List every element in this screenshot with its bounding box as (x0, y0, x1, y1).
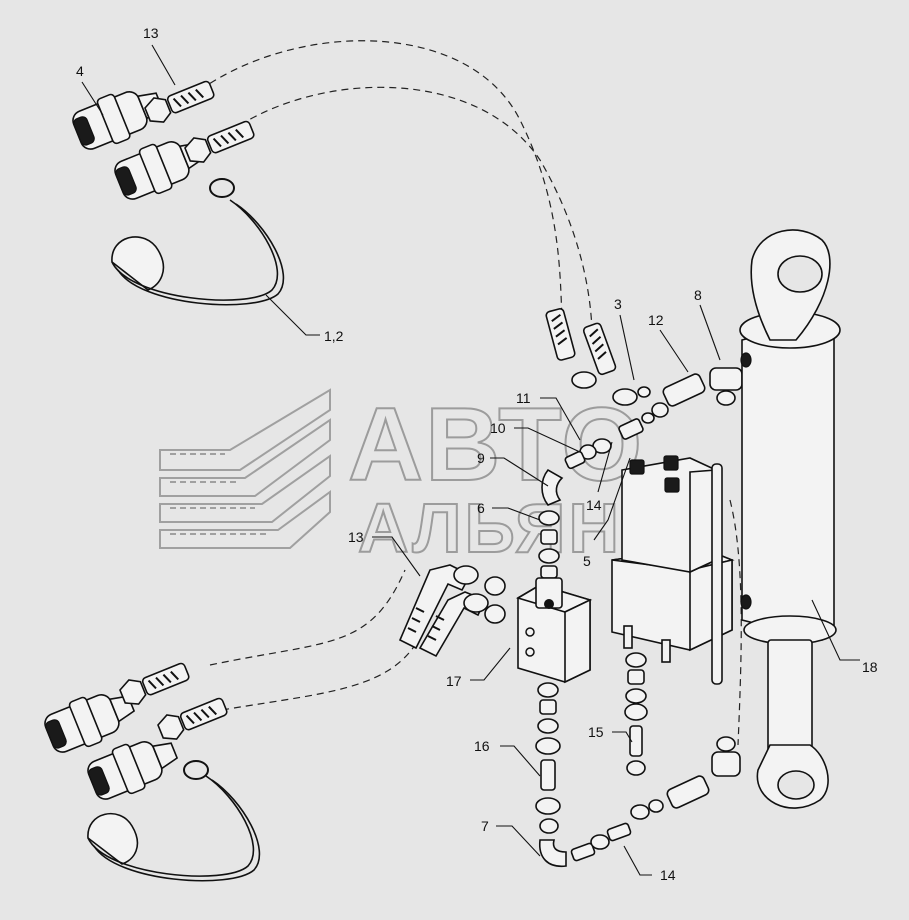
label-6: 6 (477, 500, 485, 516)
label-16: 16 (474, 738, 490, 754)
control-valve (611, 455, 735, 685)
callout-labels: 13 4 1,2 3 12 8 11 10 9 14 6 5 13 17 18 … (76, 25, 878, 883)
hose-end-upper-a (545, 308, 576, 361)
label-18: 18 (862, 659, 878, 675)
hose-end-bottom-2 (157, 697, 228, 740)
label-3: 3 (614, 296, 622, 312)
label-17: 17 (446, 673, 462, 689)
fitting-12 (641, 373, 706, 424)
valve-block-17 (484, 576, 593, 684)
label-11: 11 (516, 390, 531, 406)
fitting-stack-left (535, 510, 567, 867)
label-8: 8 (694, 287, 702, 303)
label-7: 7 (481, 818, 489, 834)
label-15: 15 (588, 724, 604, 740)
watermark-emblem (159, 388, 331, 549)
label-5: 5 (583, 553, 591, 569)
quick-coupler-bottom-2 (87, 740, 179, 800)
label-1-2: 1,2 (324, 328, 344, 344)
hose-end-top-2 (184, 120, 255, 163)
hose-end-upper-b (582, 322, 617, 376)
elbow-9 (541, 468, 564, 506)
dust-cap-bottom (87, 760, 261, 882)
quick-coupler-bottom-1 (44, 693, 136, 753)
label-4: 4 (76, 63, 84, 79)
fitting-stack-middle (624, 652, 648, 776)
hex-nut-upper-b (612, 388, 638, 406)
leader-lines (81, 44, 860, 876)
watermark-line2: АЛЬЯНС (358, 489, 676, 567)
washer-3 (637, 386, 651, 398)
hex-nut-upper-a (571, 371, 597, 389)
hose-end-top-1 (144, 80, 215, 123)
hydraulic-cylinder-18 (739, 229, 841, 809)
fitting-row-bottom (570, 736, 741, 862)
label-14-bottom: 14 (660, 867, 676, 883)
label-12: 12 (648, 312, 664, 328)
hose-end-bottom-1 (119, 662, 190, 705)
hose-assembly-13-lower (398, 564, 489, 658)
label-10: 10 (490, 420, 506, 436)
label-13-lower: 13 (348, 529, 364, 545)
label-13-top: 13 (143, 25, 159, 41)
dust-cap-top (111, 178, 285, 306)
label-9: 9 (477, 450, 485, 466)
label-14-top: 14 (586, 497, 602, 513)
